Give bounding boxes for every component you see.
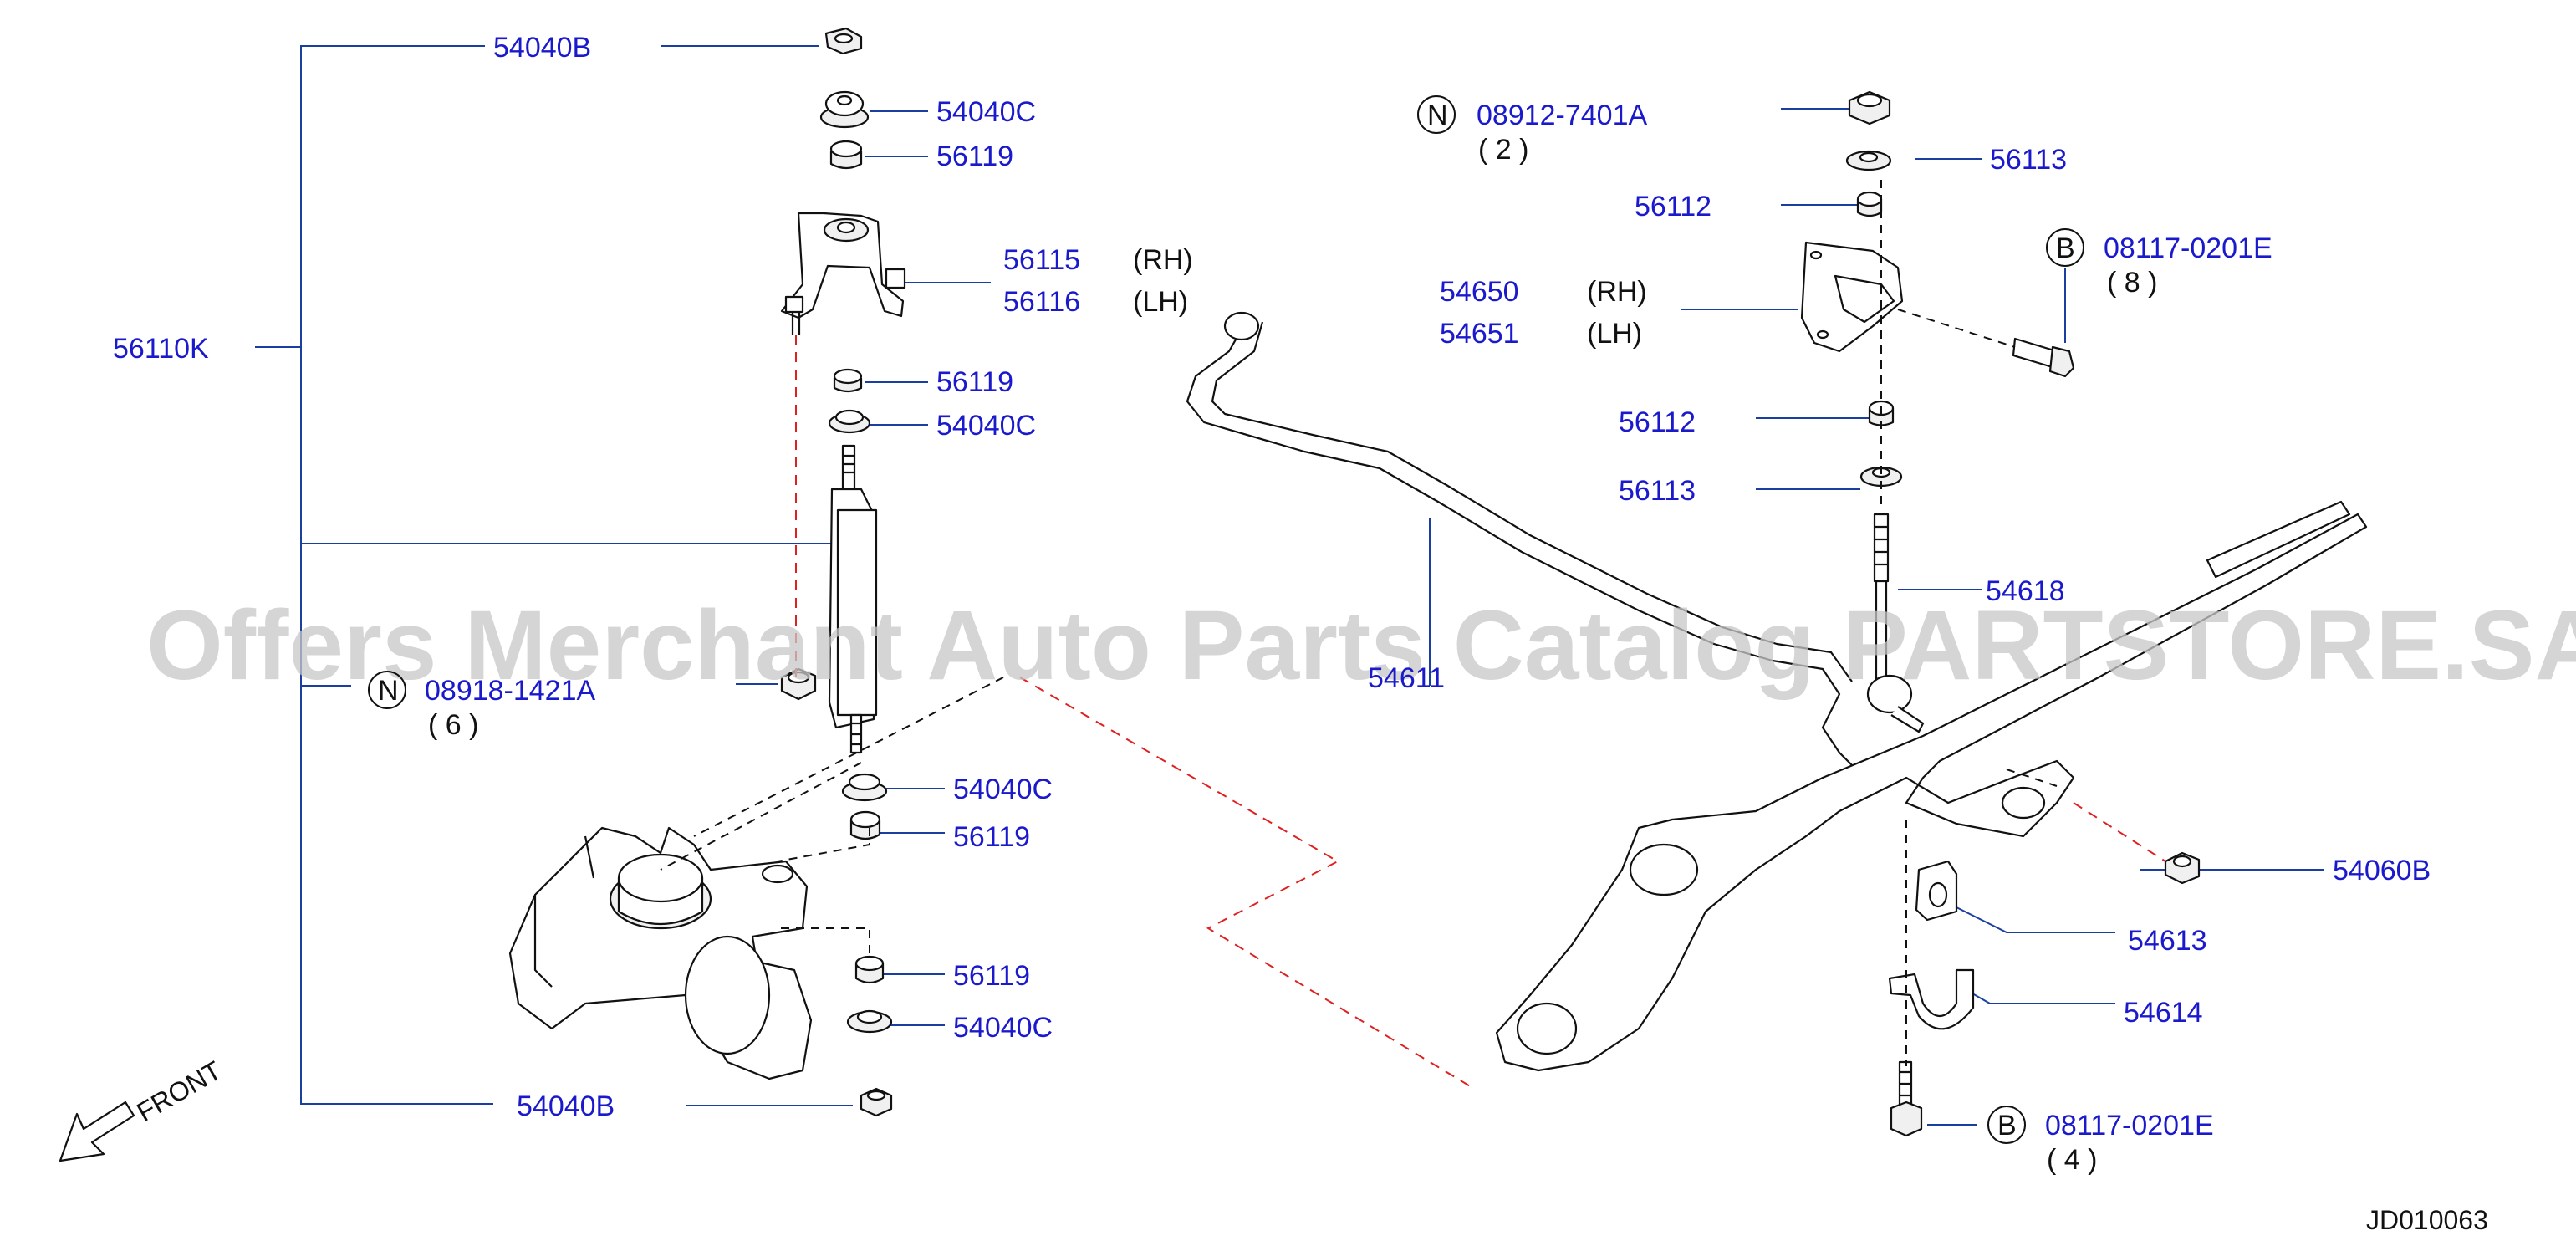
red-dash-connector <box>1019 677 1472 1088</box>
symbol-circle-08117b <box>1987 1106 2026 1144</box>
label-56119-3: 56119 <box>953 821 1030 853</box>
symbol-circle-08918 <box>368 671 406 709</box>
nut-08912-7401A <box>1848 90 1891 125</box>
lower-arm-mount <box>508 826 813 1080</box>
label-54040C-1: 54040C <box>936 96 1036 128</box>
label-54611: 54611 <box>1368 662 1445 694</box>
label-54651: 54651 <box>1440 318 1519 350</box>
label-56110K: 56110K <box>113 333 209 365</box>
symbol-08918: N <box>378 675 399 707</box>
symbol-08117b: B <box>1997 1110 2017 1141</box>
nut-08918-1421A <box>780 667 817 701</box>
bushing-54040C-4 <box>846 1009 893 1034</box>
bracket-54650-54651 <box>1800 241 1904 353</box>
label-54040B-top: 54040B <box>493 32 591 64</box>
bushing-54040C-2 <box>828 409 871 434</box>
front-label: FRONT <box>132 1055 227 1127</box>
assembly-lines-right <box>1880 180 2058 1066</box>
shock-absorber <box>828 444 878 754</box>
label-08117-0201E-b: 08117-0201E <box>2045 1110 2214 1141</box>
label-56116-side: (LH) <box>1133 286 1188 318</box>
label-54060B: 54060B <box>2333 855 2431 886</box>
leader-lines-left <box>865 110 991 1026</box>
label-54614: 54614 <box>2124 997 2203 1029</box>
label-56119-2: 56119 <box>936 366 1013 398</box>
leader-lines-right <box>1429 108 2324 1126</box>
label-54040C-4: 54040C <box>953 1012 1053 1044</box>
label-08912-7401A: 08912-7401A <box>1477 100 1648 131</box>
label-08117a-qty: ( 8 ) <box>2107 267 2157 299</box>
bushing-56112-1 <box>1856 191 1883 217</box>
label-56115-side: (RH) <box>1133 244 1193 276</box>
symbol-circle-08912 <box>1417 95 1456 134</box>
bushing-54040C-3 <box>841 773 888 802</box>
bushing-56119-1 <box>829 140 863 170</box>
label-54651-side: (LH) <box>1587 318 1642 350</box>
label-54040C-3: 54040C <box>953 774 1053 805</box>
nut-54040B-top <box>824 27 863 55</box>
bushing-56119-2 <box>833 368 863 393</box>
symbol-08912: N <box>1427 100 1448 131</box>
washer-56113-1 <box>1845 150 1892 171</box>
label-54650: 54650 <box>1440 276 1519 308</box>
label-54618: 54618 <box>1986 575 2065 607</box>
label-08117-0201E-a: 08117-0201E <box>2104 232 2272 264</box>
label-56119-1: 56119 <box>936 140 1013 172</box>
label-56116: 56116 <box>1003 286 1080 318</box>
symbol-08117a: B <box>2056 232 2075 264</box>
label-56119-4: 56119 <box>953 960 1030 992</box>
bolt-08117-0201E-top <box>2012 337 2075 378</box>
label-08918-qty: ( 6 ) <box>428 709 478 741</box>
stabilizer-group <box>1186 90 2368 1137</box>
shock-absorber-group <box>255 27 1004 1117</box>
bushing-56119-4 <box>854 955 885 984</box>
assembly-lines-left <box>660 677 1004 953</box>
label-54613: 54613 <box>2128 925 2207 957</box>
bushing-56119-3 <box>849 810 881 840</box>
bolt-08117-0201E-bottom <box>1890 1060 1923 1137</box>
label-56112-2: 56112 <box>1619 406 1696 438</box>
label-56113-2: 56113 <box>1619 475 1696 507</box>
label-54040C-2: 54040C <box>936 410 1036 442</box>
front-indicator: FRONT <box>59 1055 227 1162</box>
bushing-54613 <box>1915 860 1958 922</box>
label-56115: 56115 <box>1003 244 1080 276</box>
front-arrow-icon <box>59 1101 135 1162</box>
watermark: Offers Merchant Auto Parts Catalog PARTS… <box>146 590 2576 701</box>
label-08912-qty: ( 2 ) <box>1478 134 1528 166</box>
diagram-code: JD010063 <box>2366 1205 2488 1235</box>
clamp-54614 <box>1888 968 1975 1030</box>
bracket-56115-56116 <box>780 212 906 335</box>
nut-54060B <box>2164 851 2201 885</box>
label-08117b-qty: ( 4 ) <box>2047 1144 2097 1176</box>
label-54040B-bottom: 54040B <box>517 1090 615 1122</box>
label-56112-1: 56112 <box>1635 191 1711 222</box>
crossmember <box>1495 500 2368 1072</box>
label-08918-1421A: 08918-1421A <box>425 675 596 707</box>
label-54650-side: (RH) <box>1587 276 1647 308</box>
bracket-56110K <box>255 45 853 1106</box>
red-dash-54060B <box>2073 802 2166 862</box>
symbol-circle-08117a <box>2046 228 2084 267</box>
stabilizer-bar-54611 <box>1186 311 1857 770</box>
link-54618 <box>1866 513 1925 733</box>
nut-54040B-bottom <box>860 1087 893 1117</box>
label-56113-1: 56113 <box>1990 144 2067 176</box>
callout-labels: 54040B 54040C 56119 56115 (RH) 56116 (LH… <box>113 32 2431 1176</box>
bushing-54040C-1 <box>819 90 870 129</box>
